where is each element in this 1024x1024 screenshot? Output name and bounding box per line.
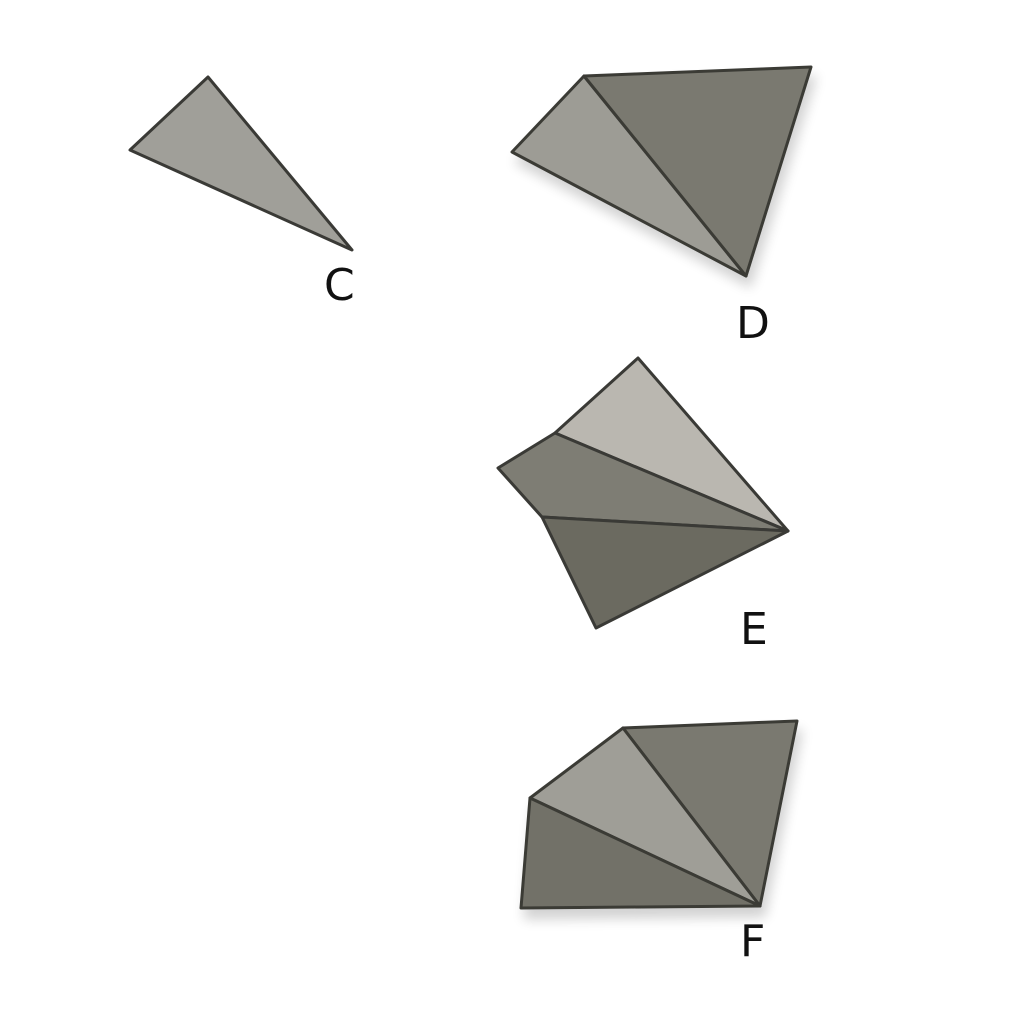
shape-e-dark-facet (540, 515, 790, 630)
label-c: C (324, 260, 355, 311)
shape-d (510, 65, 813, 278)
shape-f-dark-bottom-facet (519, 796, 762, 910)
shape-d-dark-facet (582, 65, 813, 278)
shape-c (128, 75, 354, 252)
label-e: E (740, 604, 768, 655)
shape-e (496, 356, 790, 630)
shape-f (519, 719, 799, 910)
label-f: F (740, 916, 765, 967)
label-d: D (736, 298, 770, 349)
shape-c-facet (128, 75, 354, 252)
